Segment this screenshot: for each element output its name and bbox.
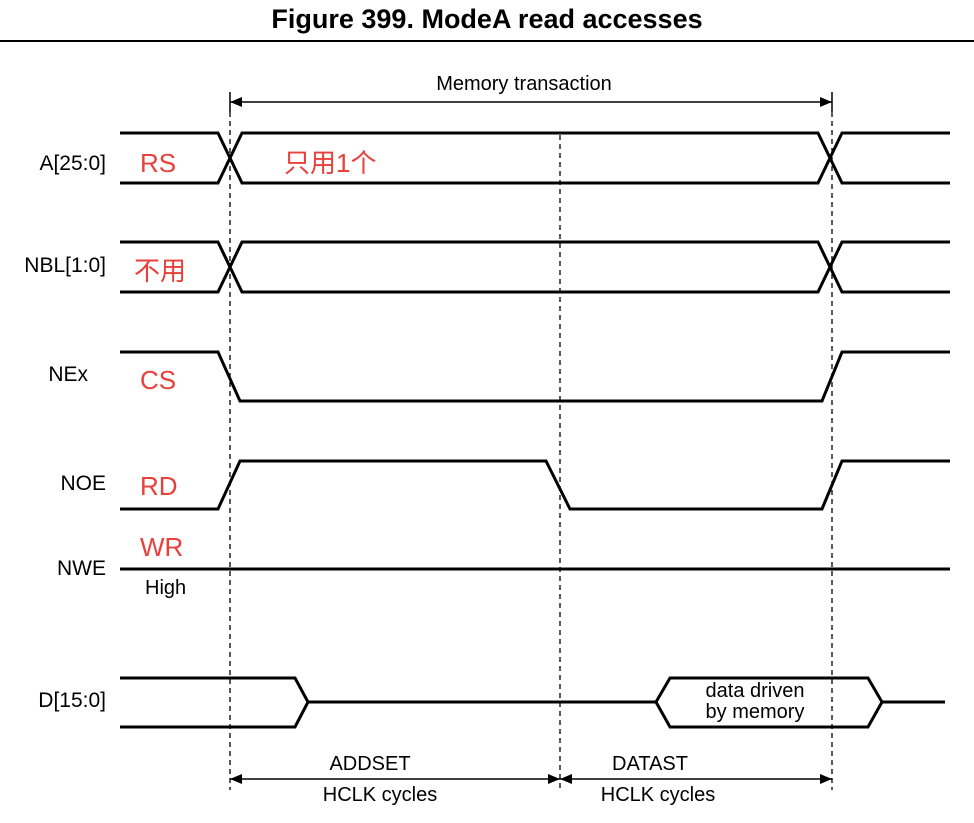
phase-datast-name: DATAST (612, 753, 688, 775)
arrowhead-right (548, 774, 560, 784)
figure-title: Figure 399. ModeA read accesses (271, 4, 703, 34)
signal-label-nwe: NWE (57, 557, 106, 580)
arrowhead-left (230, 774, 242, 784)
wave-addr-top (120, 131, 950, 185)
signal-label-nbl: NBL[1:0] (24, 254, 106, 277)
note-addr: RS (140, 148, 176, 178)
signal-nex: NEx CS (48, 350, 950, 403)
note-noe: RD (140, 471, 178, 501)
signal-nbl: NBL[1:0] 不用 (24, 240, 950, 294)
phase-datast-unit: HCLK cycles (601, 784, 715, 806)
arrowhead-left (560, 774, 572, 784)
memory-transaction-label: Memory transaction (436, 73, 612, 95)
arrowhead-left (230, 97, 242, 107)
data-bus-text-2: by memory (706, 701, 805, 723)
note-nwe: WR (140, 532, 183, 562)
title-rule (0, 40, 974, 42)
signal-label-noe: NOE (60, 472, 106, 495)
wave-noe (120, 459, 950, 511)
phase-datast: DATAST HCLK cycles (560, 753, 832, 806)
signal-data: D[15:0] data driven by memory (38, 676, 945, 729)
signal-label-addr: A[25:0] (39, 152, 106, 175)
signal-nwe: WR NWE High (57, 532, 950, 599)
wave-nbl-top (120, 240, 950, 294)
phase-addset-unit: HCLK cycles (323, 784, 437, 806)
signal-addr: A[25:0] RS 只用1个 (39, 131, 950, 185)
phase-addset-name: ADDSET (329, 753, 410, 775)
wave-addr-bottom (120, 131, 950, 185)
phase-addset: ADDSET HCLK cycles (230, 753, 560, 806)
arrowhead-right (820, 774, 832, 784)
memory-transaction-span: Memory transaction (229, 73, 833, 112)
nwe-level-label: High (145, 577, 186, 599)
arrowhead-right (820, 97, 832, 107)
data-bus-text-1: data driven (706, 680, 805, 702)
wave-nbl-bottom (120, 240, 950, 294)
wave-data-initial (120, 676, 310, 729)
note-nbl: 不用 (134, 256, 186, 286)
note-nex: CS (140, 365, 176, 395)
note-addr-2: 只用1个 (284, 148, 376, 178)
signal-label-nex: NEx (48, 363, 88, 386)
signal-noe: NOE RD (60, 459, 950, 511)
wave-nex (120, 350, 950, 403)
signal-label-data: D[15:0] (38, 689, 106, 712)
